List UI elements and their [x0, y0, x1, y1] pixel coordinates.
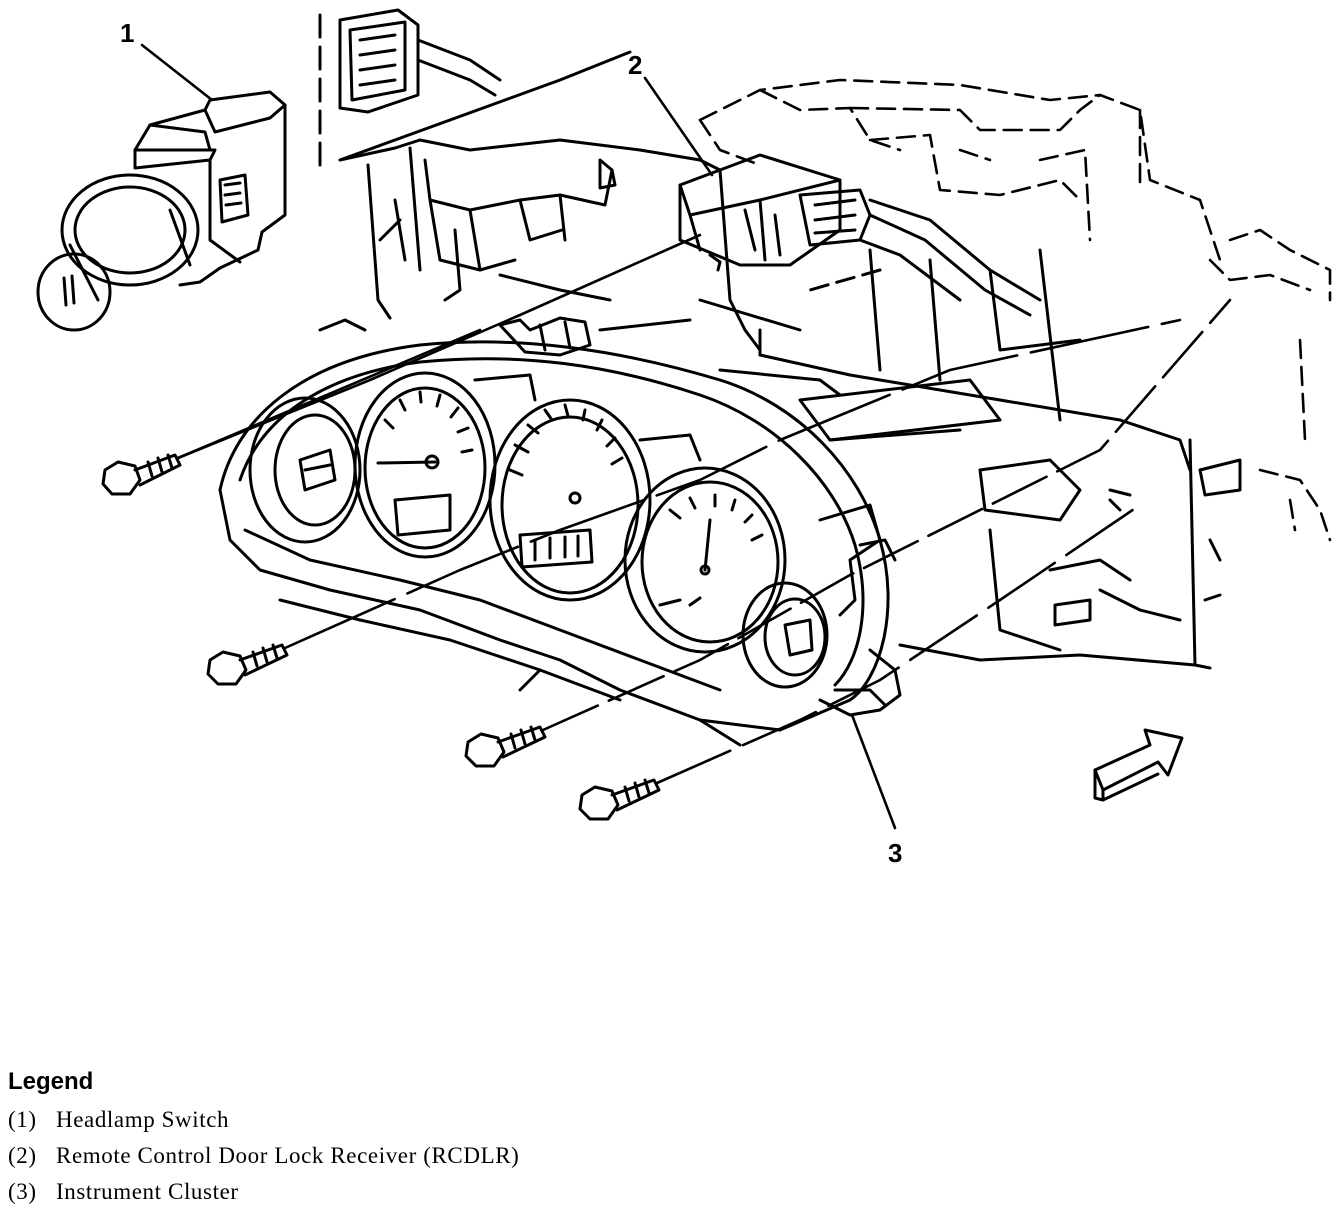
legend-item-number: (1): [8, 1107, 37, 1132]
legend-item-number: (3): [8, 1179, 37, 1204]
legend-title: Legend: [8, 1068, 94, 1095]
screw-4: [578, 778, 661, 821]
callout-leaders: [140, 43, 897, 830]
headlamp-switch: [36, 90, 287, 332]
screw-1: [101, 453, 182, 496]
legend-item-label: Headlamp Switch: [56, 1107, 230, 1132]
instrument-cluster: [218, 316, 902, 747]
screw-alignment-lines: [176, 233, 1232, 785]
legend-item-number: (2): [8, 1143, 37, 1168]
legend-item-label: Instrument Cluster: [56, 1179, 239, 1204]
forward-direction-arrow: [1093, 728, 1184, 802]
dash-structure: [338, 50, 1242, 670]
rcdlr-receiver: [678, 153, 1042, 317]
dashed-body-structure: [698, 78, 1332, 542]
callout-3: 3: [888, 838, 902, 868]
callout-2: 2: [628, 50, 642, 80]
legend-item-rcdlr: (2) Remote Control Door Lock Receiver (RC…: [8, 1138, 908, 1174]
legend-item-instrument-cluster: (3) Instrument Cluster: [8, 1174, 908, 1210]
callout-1: 1: [120, 18, 134, 48]
screw-2: [206, 643, 289, 686]
screw-3: [464, 725, 547, 768]
legend-item-headlamp-switch: (1) Headlamp Switch: [8, 1102, 908, 1138]
instrument-cluster-diagram: 1 2 3: [36, 8, 1332, 868]
upper-connector: [318, 8, 502, 167]
legend-item-label: Remote Control Door Lock Receiver (RCDLR…: [56, 1143, 520, 1168]
legend: Legend (1) Headlamp Switch (2) Remote Cont…: [8, 1068, 908, 1210]
